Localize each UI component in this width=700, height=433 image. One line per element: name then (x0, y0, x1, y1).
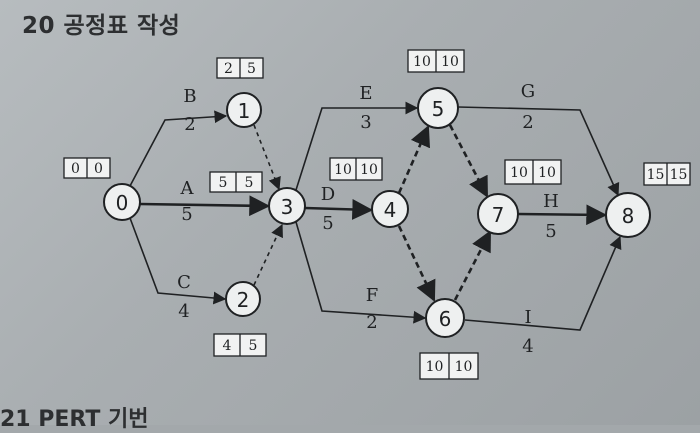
event-circle-5 (417, 87, 459, 129)
event-node-6: 6 (425, 298, 465, 338)
event-number-3: 3 (281, 195, 294, 219)
latest-time-4: 10 (360, 162, 378, 178)
time-box-7: 10 10 (504, 159, 562, 185)
latest-time-7: 10 (538, 165, 556, 181)
dummy-arrow-2-3 (253, 223, 283, 286)
activity-duration-f: 2 (366, 312, 377, 333)
dummy-arrow-5-7 (448, 124, 489, 198)
activity-duration-a: 5 (181, 204, 192, 225)
event-number-2: 2 (237, 288, 250, 312)
event-circle-8 (605, 192, 651, 238)
event-circle-6 (425, 298, 465, 338)
dummy-arrow-4-6 (397, 225, 436, 302)
earliest-time-8: 15 (647, 167, 665, 183)
dummy-arrow-6-7 (453, 230, 492, 301)
activity-name-h: H (543, 191, 559, 212)
event-circle-3 (268, 187, 306, 225)
time-box-6: 10 10 (419, 352, 479, 380)
activity-arrow-b (129, 110, 228, 187)
event-number-4: 4 (384, 198, 397, 222)
dummy-arrow-1-3 (253, 124, 281, 191)
earliest-time-6: 10 (426, 359, 444, 375)
activity-duration-e: 3 (360, 112, 371, 133)
earliest-time-5: 10 (413, 54, 431, 70)
time-box-4: 10 10 (329, 157, 383, 181)
event-number-5: 5 (432, 97, 445, 121)
event-node-4: 4 (371, 190, 409, 228)
activity-duration-d: 5 (322, 213, 333, 234)
event-number-6: 6 (439, 307, 452, 331)
event-number-7: 7 (492, 203, 505, 227)
earliest-time-3: 5 (219, 175, 228, 191)
activity-name-d: D (321, 184, 335, 205)
activity-name-c: C (177, 272, 191, 293)
event-number-8: 8 (622, 204, 635, 228)
earliest-time-2: 4 (223, 338, 232, 354)
activity-name-a: A (180, 178, 195, 199)
event-node-5: 5 (417, 87, 459, 129)
earliest-time-7: 10 (510, 165, 528, 181)
earliest-time-4: 10 (334, 162, 352, 178)
activity-duration-g: 2 (522, 112, 533, 133)
activity-arrow-i (464, 235, 622, 331)
activity-duration-h: 5 (545, 221, 556, 242)
event-circle-1 (226, 92, 262, 128)
event-circle-0 (103, 183, 141, 221)
page-title: 20 공정표 작성 (22, 13, 181, 39)
time-box-5: 10 10 (407, 49, 465, 73)
activity-duration-c: 4 (178, 301, 189, 322)
activity-duration-i: 4 (522, 336, 533, 357)
activity-name-g: G (521, 81, 535, 102)
event-node-0: 0 (103, 183, 141, 221)
earliest-time-1: 2 (224, 61, 233, 77)
dummy-arrow-4-5 (397, 125, 430, 194)
activity-duration-b: 2 (184, 114, 195, 135)
activity-name-i: I (524, 307, 531, 328)
latest-time-1: 5 (247, 61, 256, 77)
latest-time-3: 5 (245, 175, 254, 191)
event-circle-7 (477, 193, 519, 235)
activity-arrow-c (129, 217, 227, 305)
latest-time-5: 10 (441, 54, 459, 70)
activity-name-f: F (366, 285, 379, 306)
latest-time-8: 15 (670, 167, 688, 183)
activity-arrow-f (295, 221, 427, 324)
activity-arrow-g (457, 106, 620, 197)
activity-arrow-e (295, 101, 419, 191)
event-number-1: 1 (238, 99, 251, 123)
event-node-7: 7 (477, 193, 519, 235)
latest-time-0: 0 (94, 161, 103, 177)
event-circle-4 (371, 190, 409, 228)
event-number-0: 0 (116, 191, 129, 215)
event-node-2: 2 (225, 281, 261, 317)
event-circle-2 (225, 281, 261, 317)
latest-time-2: 5 (249, 338, 258, 354)
event-node-1: 1 (226, 92, 262, 128)
latest-time-6: 10 (455, 359, 473, 375)
event-node-8: 8 (605, 192, 651, 238)
activity-name-b: B (183, 86, 196, 107)
activity-name-e: E (359, 83, 372, 104)
activity-arrow-a (139, 195, 271, 217)
event-node-3: 3 (268, 187, 306, 225)
activity-arrow-d (304, 199, 374, 220)
activity-arrow-h (517, 204, 608, 226)
earliest-time-0: 0 (71, 161, 80, 177)
